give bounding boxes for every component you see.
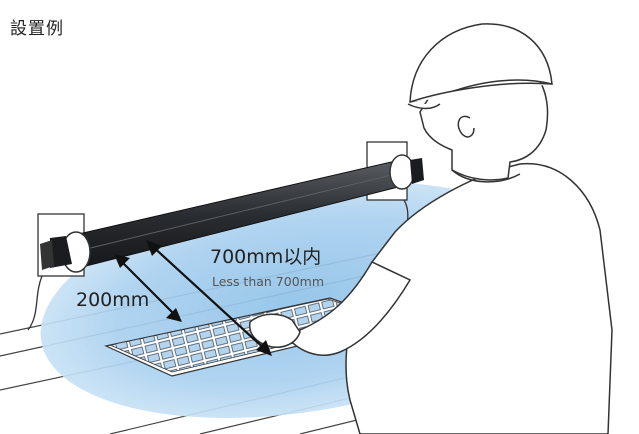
light-tube-icon — [40, 154, 424, 273]
min-distance-label: 200mm — [76, 289, 150, 311]
worker-icon — [248, 23, 613, 434]
dimension-arrows — [117, 243, 269, 353]
arrowheads — [114, 240, 272, 356]
max-distance-label-en: Less than 700mm — [212, 274, 325, 289]
page-title: 設置例 — [10, 19, 64, 39]
max-distance-label: 700mm以内 — [210, 246, 322, 268]
